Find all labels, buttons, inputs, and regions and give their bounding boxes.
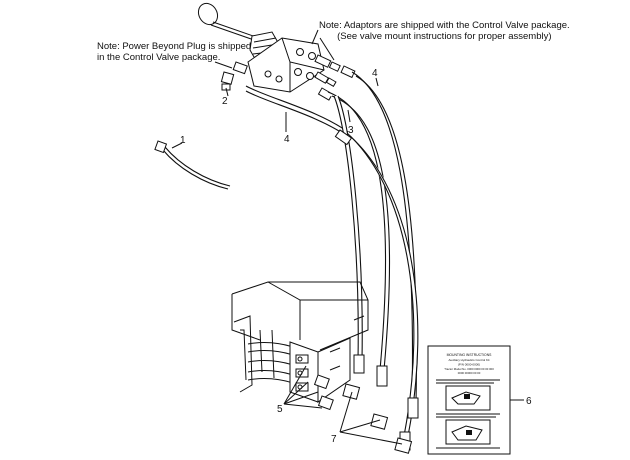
instruction-sheet: MOUNTING INSTRUCTIONS Auxiliary Hydrauli… bbox=[427, 345, 511, 455]
quick-couplers bbox=[342, 383, 413, 454]
callout-5: 5 bbox=[277, 404, 283, 415]
cable-tie-part bbox=[154, 140, 231, 190]
sheet-text-lines bbox=[436, 379, 500, 384]
joystick-lever-edge bbox=[210, 24, 255, 41]
joystick-knob bbox=[197, 2, 219, 26]
joystick-lever bbox=[212, 21, 257, 38]
control-valve-assembly bbox=[197, 2, 356, 101]
callout-4-left: 4 bbox=[284, 134, 290, 145]
sheet-text-lines-2 bbox=[436, 413, 500, 418]
callout-2: 2 bbox=[222, 96, 228, 107]
leader-lines bbox=[171, 29, 524, 445]
valve-adaptors bbox=[314, 54, 356, 101]
valve-body-edges bbox=[281, 37, 325, 92]
hydraulic-hoses bbox=[245, 71, 419, 437]
note-adaptors-line-2: (See valve mount instructions for proper… bbox=[337, 31, 552, 42]
sheet-heading-3: (P/N 0000-0000) bbox=[458, 363, 480, 367]
note-adaptors-line-1: Note: Adaptors are shipped with the Cont… bbox=[319, 20, 570, 31]
callout-1: 1 bbox=[180, 135, 186, 146]
hose-end-fittings bbox=[334, 129, 419, 451]
sheet-heading-2: Auxiliary Hydraulics Control Kit bbox=[448, 358, 489, 362]
sheet-heading-1: MOUNTING INSTRUCTIONS bbox=[447, 353, 493, 357]
power-beyond-plug bbox=[220, 61, 248, 91]
callout-7: 7 bbox=[331, 434, 337, 445]
callout-4-right: 4 bbox=[372, 68, 378, 79]
note-adaptors: Note: Adaptors are shipped with the Cont… bbox=[319, 20, 570, 42]
valve-ports bbox=[264, 48, 316, 83]
callout-3: 3 bbox=[348, 125, 354, 136]
sheet-heading-5: 0000 00000 00 00 bbox=[458, 371, 481, 375]
note-power-beyond: Note: Power Beyond Plug is shipped in th… bbox=[97, 41, 251, 63]
callout-6: 6 bbox=[526, 396, 532, 407]
sheet-heading-4: Tractor Model No. 0000 0000 00 00 000 bbox=[444, 367, 494, 371]
note-power-beyond-line-1: Note: Power Beyond Plug is shipped bbox=[97, 41, 252, 52]
note-power-beyond-line-2: in the Control Valve package. bbox=[97, 52, 221, 63]
